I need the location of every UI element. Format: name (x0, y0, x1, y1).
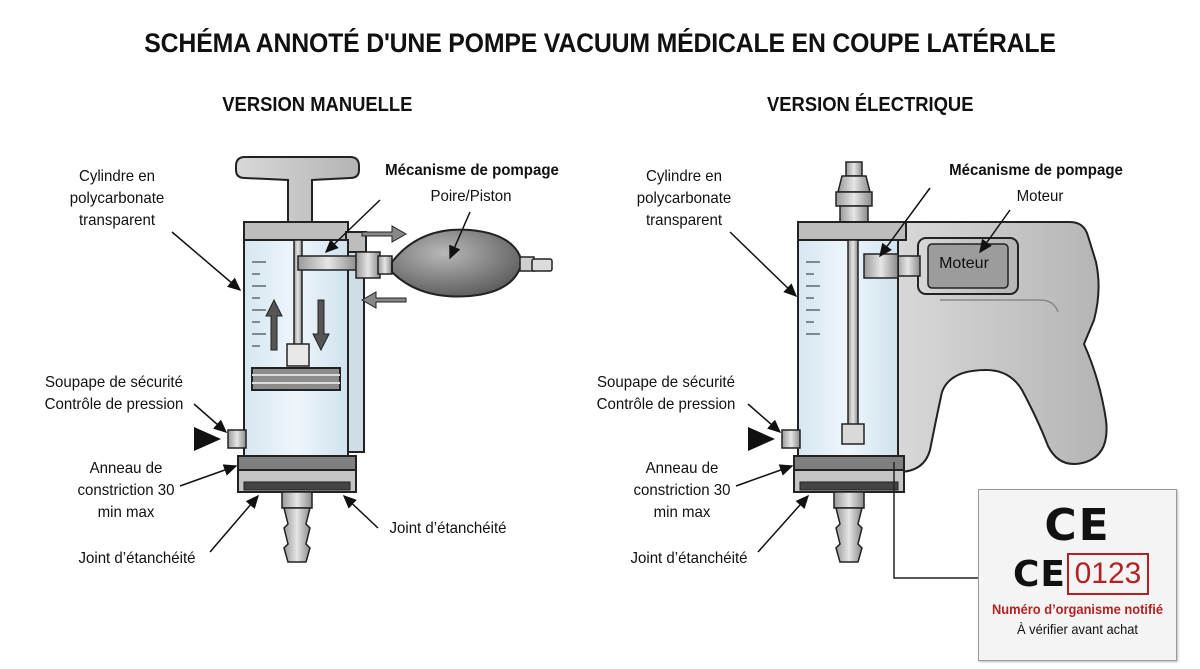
manual-cylinder-label: Cylindre en polycarbonate transparent (69, 168, 165, 229)
ce-mark-large: CE (1044, 500, 1111, 551)
manual-ring-label: Anneau de constriction 30 min max (77, 460, 175, 521)
electric-top-fitting (835, 161, 873, 225)
manual-graduations (252, 261, 266, 347)
ce-mark-small: CE (1013, 554, 1067, 595)
manual-nozzle (281, 491, 313, 563)
manual-bulb (355, 228, 553, 298)
electric-motor-label: Moteur (939, 255, 989, 272)
manual-mechanism-sub: Poire/Piston (430, 188, 512, 205)
electric-cylinder-label: Cylindre en polycarbonate transparent (636, 168, 732, 229)
electric-nozzle (833, 491, 865, 563)
electric-constriction-ring (793, 455, 905, 471)
notified-body-number: 0123 (1067, 553, 1149, 595)
electric-safety-valve (781, 429, 801, 449)
manual-seal-right-label: Joint d’étanchéité (389, 520, 507, 537)
electric-mechanism-title: Mécanisme de pompage (949, 162, 1123, 179)
electric-valve-label: Soupape de sécurité Contrôle de pression (596, 374, 736, 413)
page-title: SCHÉMA ANNOTÉ D'UNE POMPE VACUUM MÉDICAL… (144, 28, 1056, 58)
manual-leader-lines (171, 199, 471, 553)
electric-mechanism-sub: Moteur (1016, 188, 1064, 205)
ce-marking-box: CE CE 0123 Numéro d’organisme notifié À … (978, 489, 1177, 661)
electric-rod (847, 239, 859, 427)
ce-connector-line (893, 462, 978, 579)
manual-seal (243, 481, 351, 491)
electric-motor (895, 237, 1019, 295)
notified-body-note: Numéro d’organisme notifié (991, 601, 1164, 617)
verify-before-purchase-note: À vérifier avant achat (1016, 621, 1138, 637)
electric-leader-lines (729, 187, 1011, 553)
manual-seal-label: Joint d’étanchéité (78, 550, 196, 567)
electric-ring-label: Anneau de constriction 30 min max (633, 460, 731, 521)
manual-t-handle (235, 156, 360, 223)
manual-constriction-ring (237, 455, 357, 471)
manual-heading: VERSION MANUELLE (222, 94, 413, 116)
electric-seal-label: Joint d’étanchéité (630, 550, 748, 567)
manual-safety-valve (227, 429, 247, 449)
electric-heading: VERSION ÉLECTRIQUE (766, 94, 974, 116)
manual-flow-arrows (265, 298, 330, 352)
manual-pump (194, 156, 553, 563)
manual-valve-label: Soupape de sécurité Contrôle de pression (44, 374, 184, 413)
electric-pump (748, 161, 1108, 563)
manual-piston-head (251, 367, 341, 391)
manual-mechanism-title: Mécanisme de pompage (385, 162, 559, 179)
